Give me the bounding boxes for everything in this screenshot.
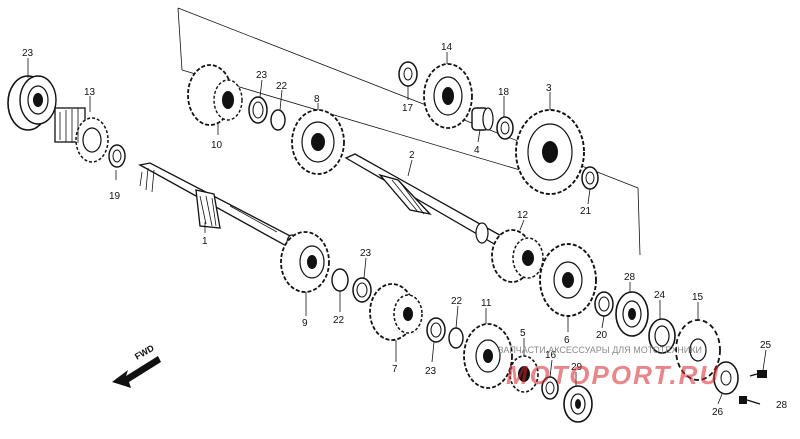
part-label: 12	[517, 210, 529, 221]
part-label: 8	[314, 94, 320, 105]
bolt-28	[739, 396, 761, 405]
gear-8	[291, 109, 345, 175]
gear-6	[539, 243, 597, 317]
part-label: 1	[202, 236, 208, 247]
gear-13	[54, 107, 109, 163]
plate-26	[713, 361, 739, 395]
gear-11	[463, 323, 513, 389]
clip-22-top	[270, 109, 286, 131]
sprocket-15	[675, 319, 721, 381]
bearing-28-mid	[615, 291, 649, 337]
watermark: ЗАПЧАСТИ АКСЕССУАРЫ ДЛЯ МОТОТЕХНИКИ MOTO…	[498, 345, 720, 390]
clip-22-mid	[331, 268, 349, 292]
part-label: 26	[712, 407, 724, 418]
gear-3	[515, 109, 585, 195]
washer-18	[496, 116, 514, 140]
part-label: 10	[211, 140, 223, 151]
gear-9	[280, 231, 330, 293]
part-label: 20	[596, 330, 608, 341]
bearing-27	[7, 75, 57, 131]
washer-20	[581, 166, 599, 190]
part-label: 18	[498, 87, 510, 98]
washer-23-top	[248, 96, 268, 124]
bushing-4	[471, 107, 494, 131]
gear-7	[369, 283, 423, 341]
seal-24	[648, 318, 676, 354]
part-label: 9	[302, 318, 308, 329]
gear-14	[423, 63, 473, 129]
gear-12	[491, 229, 544, 283]
washer-23-mid	[352, 277, 372, 303]
part-label: 13	[84, 87, 96, 98]
washer-17	[398, 61, 418, 87]
part-label: 22	[333, 315, 345, 326]
part-label: 24	[654, 290, 666, 301]
part-label: 23	[425, 366, 437, 377]
part-label: 6	[564, 335, 570, 346]
part-label: 29	[571, 362, 583, 373]
part-label: 14	[441, 42, 453, 53]
gear-10	[187, 64, 243, 126]
part-labels: 23 13 19 1 10 23 22 8 2 17 14 4 18 3 21 …	[22, 42, 788, 418]
part-label: 5	[520, 328, 526, 339]
part-label: 7	[392, 364, 398, 375]
part-label: 28	[624, 272, 636, 283]
part-label: 21	[580, 206, 592, 217]
part-label: 17	[402, 103, 414, 114]
watermark-text: ЗАПЧАСТИ АКСЕССУАРЫ ДЛЯ МОТОТЕХНИКИ	[498, 345, 702, 355]
gear-5	[509, 355, 539, 393]
part-label: 23	[256, 70, 268, 81]
part-label: 23	[22, 48, 34, 59]
part-label: 16	[545, 350, 557, 361]
bearing-29	[563, 385, 593, 423]
watermark-logo: MOTOPORT.RU	[506, 360, 720, 390]
part-label: 28	[776, 400, 788, 411]
washer-23-low	[426, 317, 446, 343]
fwd-label: FWD	[133, 343, 156, 362]
main-shaft-1	[138, 162, 300, 252]
part-label: 15	[692, 292, 704, 303]
part-label: 25	[760, 340, 772, 351]
leader-lines	[27, 52, 767, 405]
fwd-arrow: FWD	[112, 343, 161, 388]
part-label: 3	[546, 83, 552, 94]
part-label: 4	[474, 145, 480, 156]
part-label: 2	[409, 150, 415, 161]
part-label: 22	[451, 296, 463, 307]
part-label: 11	[481, 298, 492, 309]
washer-16	[541, 376, 559, 400]
washer-19	[108, 144, 126, 168]
part-label: 19	[109, 191, 121, 202]
clip-22-low	[448, 327, 464, 349]
washer-21	[594, 291, 614, 317]
part-label: 22	[276, 81, 288, 92]
bolt-25	[749, 370, 767, 378]
part-label: 23	[360, 248, 372, 259]
counter-shaft-2	[344, 153, 507, 246]
